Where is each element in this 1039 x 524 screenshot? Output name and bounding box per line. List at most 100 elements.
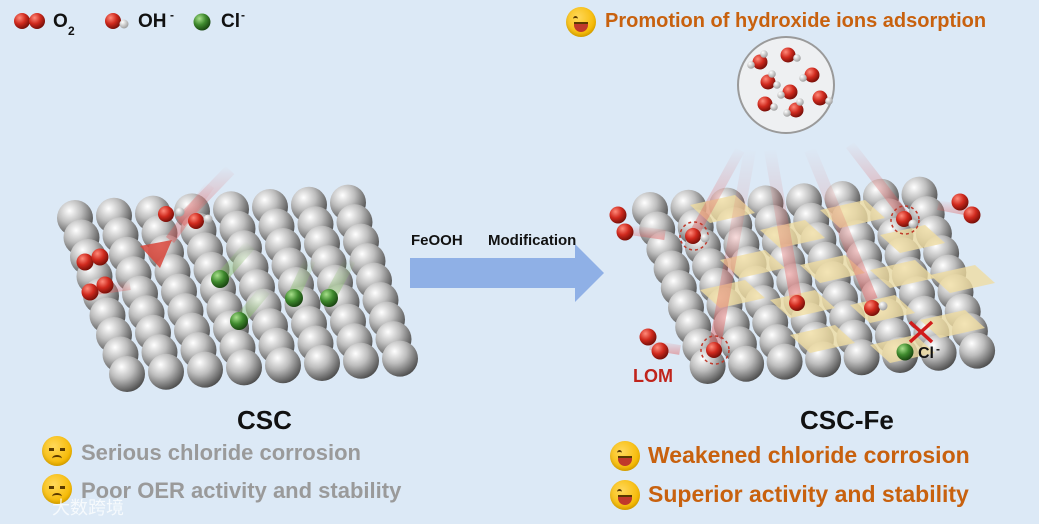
sad-face-icon <box>42 436 72 466</box>
chloride-ion <box>230 312 248 330</box>
trajectory-beam <box>846 141 908 219</box>
trajectory-beam <box>804 147 878 303</box>
legend-o2-label: O <box>53 11 68 32</box>
oxygen-atom <box>812 90 828 106</box>
oxygen-atom <box>76 253 94 271</box>
surface-sphere <box>959 332 996 369</box>
happy-face-icon <box>610 441 640 471</box>
trajectory-beam <box>690 147 745 235</box>
legend-cl-label: Cl <box>221 11 240 32</box>
cluster-molecules <box>747 47 833 118</box>
oxygen-atom <box>788 102 804 118</box>
oxygen-atom <box>706 342 722 358</box>
lom-label: LOM <box>633 366 673 386</box>
arrow-label-modification: Modification <box>488 232 577 249</box>
surface-sphere <box>226 349 262 386</box>
oxygen-atom <box>804 67 820 83</box>
legend-o2-atom-2 <box>29 13 45 29</box>
csc-adsorbates <box>76 165 356 330</box>
legend-oh-oxygen <box>105 13 121 29</box>
csc-fe-adsorbates <box>609 141 995 365</box>
oxygen-atom <box>757 96 773 112</box>
trajectory-beam <box>324 257 356 300</box>
happy-face-icon <box>566 7 596 37</box>
hydrogen-atom <box>793 54 801 62</box>
oxygen-atom <box>91 248 109 266</box>
feooh-plate <box>800 255 865 283</box>
legend-oh-superscript: - <box>170 8 174 22</box>
hydrogen-atom <box>175 207 185 217</box>
surface-sphere <box>728 345 765 382</box>
csc-point-1: Serious chloride corrosion <box>81 440 361 465</box>
surface-sphere <box>843 339 880 376</box>
active-site-ring <box>890 205 920 235</box>
oxygen-atom <box>639 328 657 346</box>
legend-oh-hydrogen <box>119 19 129 29</box>
chloride-ion <box>320 289 338 307</box>
surface-sphere <box>304 345 340 381</box>
legend-cl-atom <box>193 13 211 31</box>
hydrogen-atom <box>908 219 918 229</box>
feooh-plate <box>870 260 935 288</box>
cl-label: Cl <box>918 345 934 362</box>
csc-fe-point-2: Superior activity and stability <box>648 481 969 507</box>
hydrogen-atom <box>203 214 213 224</box>
modification-arrow <box>410 244 604 302</box>
surface-sphere <box>109 356 145 392</box>
trajectory-beam <box>764 148 802 302</box>
oxygen-atom <box>609 206 627 224</box>
arrow-head-icon <box>140 240 172 268</box>
oxygen-atom <box>782 84 798 100</box>
hydrogen-atom <box>700 233 710 243</box>
chloride-ion <box>896 343 914 361</box>
legend-icons <box>14 13 211 31</box>
chloride-ion <box>211 270 229 288</box>
oxygen-atom <box>651 342 669 360</box>
hydrogen-atom <box>783 109 791 117</box>
legend-oh-label: OH <box>138 11 167 32</box>
csc-fe-title: CSC-Fe <box>800 405 894 435</box>
hydrogen-atom <box>878 301 888 311</box>
legend-cl-superscript: - <box>241 8 245 22</box>
oxygen-atom <box>951 193 969 211</box>
feooh-plate <box>880 225 945 253</box>
trajectory-beam <box>287 257 316 300</box>
trajectory-beam <box>165 182 215 243</box>
watermark: 大数跨境 <box>52 498 124 518</box>
promotion-label: Promotion of hydroxide ions adsorption <box>605 10 987 32</box>
oxygen-atom <box>188 213 204 229</box>
oxygen-atom <box>81 283 99 301</box>
oxygen-atom <box>789 295 805 311</box>
legend-o2-subscript: 2 <box>68 24 75 38</box>
oxygen-atom <box>864 300 880 316</box>
surface-sphere <box>187 351 223 388</box>
trajectory-beam <box>629 225 666 240</box>
oxygen-atom <box>780 47 796 63</box>
feooh-plate <box>790 325 855 353</box>
sad-face-icon <box>42 474 72 504</box>
hydrogen-atom <box>796 98 804 106</box>
trajectory-beam <box>709 148 756 347</box>
hydrogen-atom <box>760 50 768 58</box>
surface-sphere <box>382 340 418 377</box>
feooh-plate <box>760 220 825 248</box>
feooh-plate <box>930 265 995 293</box>
surface-sphere <box>343 342 379 379</box>
csc-point-2: Poor OER activity and stability <box>81 478 402 503</box>
cl-superscript: - <box>936 342 940 356</box>
hydrogen-atom <box>777 91 785 99</box>
hydrogen-atom <box>768 70 776 78</box>
cross-icon <box>908 320 934 344</box>
csc-surface <box>57 184 418 392</box>
hydrogen-atom <box>770 103 778 111</box>
hydrogen-atom <box>773 81 781 89</box>
oxygen-atom <box>963 206 981 224</box>
hydrogen-atom <box>799 74 807 82</box>
surface-sphere <box>766 343 803 380</box>
surface-sphere <box>148 353 184 390</box>
oxygen-atom <box>616 223 634 241</box>
surface-sphere <box>265 347 301 384</box>
csc-fe-point-1: Weakened chloride corrosion <box>648 442 970 468</box>
surface-sphere <box>920 334 957 371</box>
